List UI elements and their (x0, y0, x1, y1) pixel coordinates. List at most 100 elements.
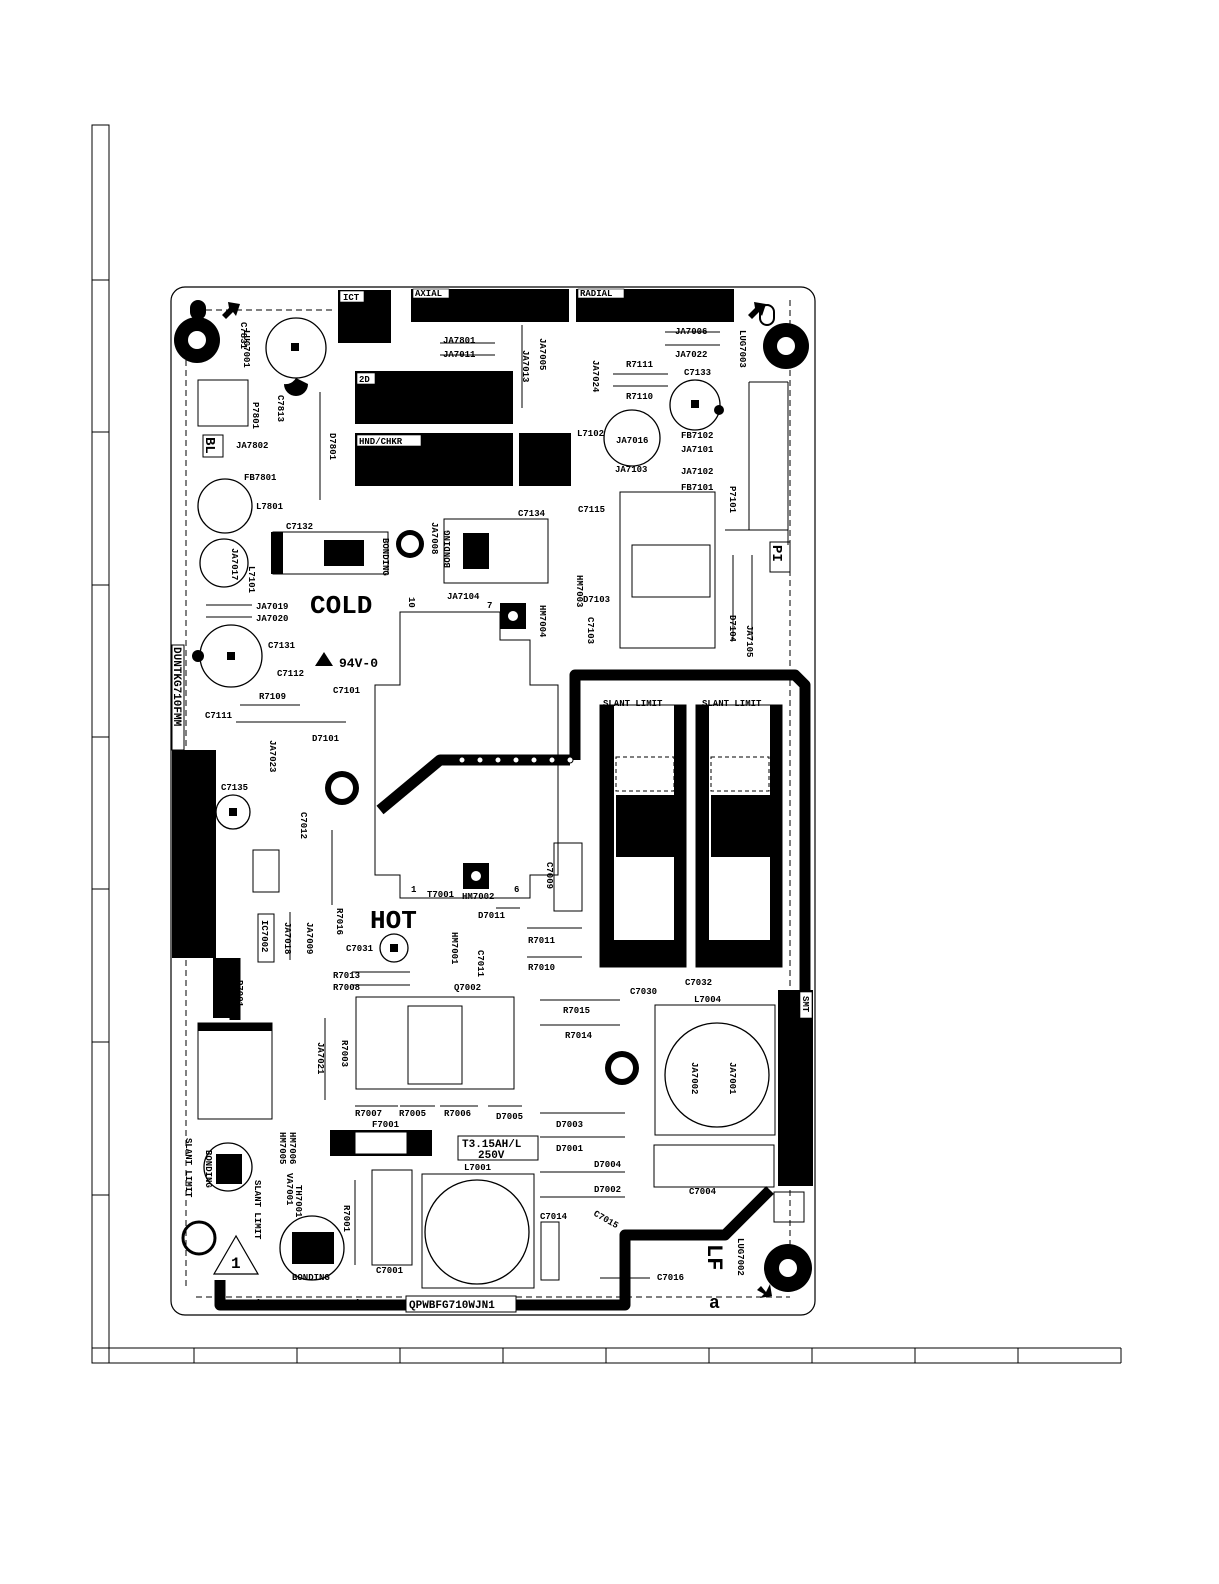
label-r7003: R7003 (339, 1040, 349, 1067)
label-hm7006: HM7006 (287, 1132, 297, 1164)
label-ja7008: JA7008 (429, 522, 439, 554)
ul-triangle (315, 652, 333, 666)
label-slant-limit-4: SLANT LIMIT (252, 1180, 262, 1240)
label-l7102: L7102 (577, 429, 604, 439)
label-ja7001: JA7001 (727, 1062, 737, 1095)
label-lug7001: LUG7001 (241, 330, 251, 368)
label-bonding-3: BONDING (677, 785, 687, 823)
label-c7030: C7030 (630, 987, 657, 997)
label-ja7002: JA7002 (689, 1062, 699, 1094)
label-r7013: R7013 (333, 971, 360, 981)
capacitor-polarity-marks (192, 343, 724, 952)
label-hm7001: HM7001 (449, 932, 459, 965)
label-ja7102: JA7102 (681, 467, 713, 477)
label-slant-limit-2: SLANT LIMIT (702, 699, 762, 709)
fuse-window (354, 1131, 408, 1155)
pi-box (769, 541, 791, 573)
label-c7014: C7014 (540, 1212, 568, 1222)
label-hm7005: HM7005 (277, 1132, 287, 1164)
safety-triangle (212, 1234, 260, 1275)
label-l7801: L7801 (256, 502, 284, 512)
label-hm7004: HM7004 (537, 605, 547, 638)
label-c7004: C7004 (689, 1187, 717, 1197)
label-lug7003: LUG7003 (737, 330, 747, 368)
connector-black (198, 1023, 272, 1031)
label-ja7024: JA7024 (590, 360, 600, 393)
label-p7001: P7001 (234, 980, 244, 1008)
board-outline (170, 286, 816, 1316)
rating-label: 94V-0 (339, 656, 378, 671)
label-c7133: C7133 (684, 368, 711, 378)
label-bonding-6: BONDING (292, 1273, 330, 1283)
cold-label: COLD (310, 591, 372, 621)
label-ja7105: JA7105 (744, 625, 754, 657)
label-r7110: R7110 (626, 392, 653, 402)
label-hm7002: HM7002 (462, 892, 494, 902)
label-ja7103: JA7103 (615, 465, 647, 475)
ict-label: ICT (343, 293, 360, 303)
lf-label: LF (701, 1244, 726, 1270)
ic-pad (463, 533, 489, 569)
small-parts (206, 325, 789, 1279)
choke-l7004 (664, 1022, 770, 1128)
label-q7002: Q7002 (454, 983, 481, 993)
label-c7115: C7115 (578, 505, 605, 515)
a-label: a (709, 1294, 720, 1314)
label-ja7104: JA7104 (447, 592, 480, 602)
label-t7001: T7001 (427, 890, 455, 900)
radial-label: RADIAL (580, 289, 612, 299)
label-c7112: C7112 (277, 669, 304, 679)
label-bonding-2: BONDING (443, 530, 453, 568)
label-fb7101: FB7101 (681, 483, 714, 493)
connector-black (271, 532, 283, 574)
label-c7132: C7132 (286, 522, 313, 532)
label-l7001: L7001 (464, 1163, 492, 1173)
label-r7111: R7111 (626, 360, 654, 370)
axial-label: AXIAL (415, 289, 442, 299)
label-ja7019: JA7019 (256, 602, 288, 612)
label-r7010: R7010 (528, 963, 555, 973)
fuse-rating-line2: 250V (478, 1150, 505, 1162)
smt-label: SMT (800, 996, 810, 1013)
label-c7831: C7831 (238, 322, 248, 350)
label-r7007: R7007 (355, 1109, 382, 1119)
hm7004-hole (508, 611, 518, 621)
label-fb7801: FB7801 (244, 473, 277, 483)
sheet-frame (91, 124, 1122, 1364)
label-c7016: C7016 (657, 1273, 684, 1283)
label-ja7006: JA7006 (675, 327, 707, 337)
block-2d-label: 2D (359, 375, 370, 385)
side-code-box (171, 644, 185, 751)
mounting-pad (759, 304, 775, 326)
label-ja7011: JA7011 (443, 350, 476, 360)
pi-label: PI (768, 545, 784, 562)
mounting-pad (190, 300, 206, 320)
label-slant-limit-3: SLANT LIMIT (183, 1138, 193, 1198)
power-traces (214, 669, 811, 1311)
label-pin6: 6 (514, 885, 519, 895)
heatsink-fills (600, 705, 782, 967)
label-c7131: C7131 (268, 641, 296, 651)
label-pin10: 10 (406, 597, 416, 608)
label-ja7016: JA7016 (616, 436, 648, 446)
label-ja7009: JA7009 (304, 922, 314, 954)
label-r7014: R7014 (565, 1031, 593, 1041)
label-ja7013: JA7013 (520, 350, 530, 382)
label-ja7005: JA7005 (537, 338, 547, 370)
label-c7111: C7111 (205, 711, 233, 721)
transformer-pin-row (458, 756, 574, 764)
label-p7101: P7101 (727, 486, 737, 514)
arrow-marker (748, 302, 766, 319)
label-bonding-4: BONDING (771, 785, 781, 823)
label-d7003: D7003 (556, 1120, 583, 1130)
arrow-marker (222, 302, 240, 319)
label-r7006: R7006 (444, 1109, 471, 1119)
label-bonding-1: BONDING (380, 538, 390, 576)
hm7002-hole (471, 871, 481, 881)
label-c7101: C7101 (333, 686, 361, 696)
varistor-va7001 (279, 1215, 345, 1281)
label-lug7002: LUG7002 (735, 1238, 745, 1276)
ic-pad (324, 540, 364, 566)
slant-limit-pad (216, 1154, 242, 1184)
